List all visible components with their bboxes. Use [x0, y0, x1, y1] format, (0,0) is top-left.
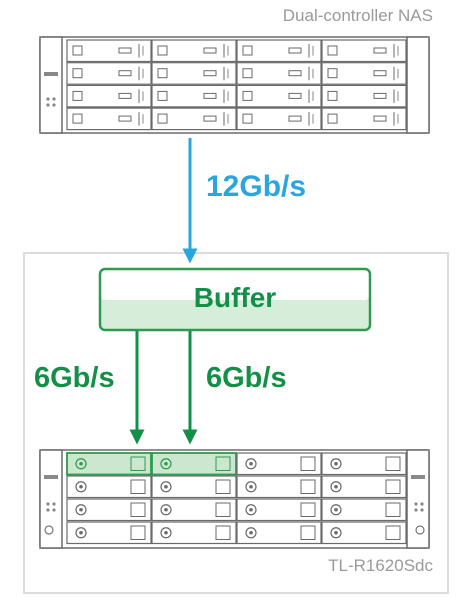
jbod-drive-bays [66, 452, 407, 545]
nas-drive-bays [66, 39, 407, 131]
highlighted-drive-tray-icon [151, 452, 237, 476]
jbod-led-icon [420, 502, 424, 506]
drive-tray-icon [151, 84, 237, 108]
drive-tray-icon [236, 84, 322, 108]
drive-tray-icon [236, 498, 322, 522]
link-speed-6gb-right-label: 6Gb/s [206, 362, 287, 394]
nas-led-icon [52, 103, 56, 107]
buffer-border [98, 267, 372, 332]
jbod-led-icon [52, 508, 56, 512]
buffer-label: Buffer [193, 282, 277, 313]
jbod-device [39, 449, 430, 549]
drive-tray-icon [321, 107, 407, 131]
drive-tray-icon [66, 39, 152, 63]
jbod-ear-left [39, 449, 63, 549]
drive-tray-icon [151, 62, 237, 85]
drive-tray-icon [151, 521, 237, 545]
drive-tray-icon [236, 107, 322, 131]
drive-tray-icon [66, 498, 152, 522]
nas-led-icon [46, 97, 50, 101]
jbod-brand-badge [44, 475, 58, 479]
jbod-label: TL-R1620Sdc [328, 556, 433, 575]
nas-ear-right [406, 36, 430, 134]
drive-tray-icon [321, 498, 407, 522]
nas-ear-left [39, 36, 63, 134]
buffer-box [98, 267, 372, 332]
drive-tray-icon [66, 521, 152, 545]
link-speed-6gb-left-label: 6Gb/s [34, 362, 115, 394]
drive-tray-icon [66, 107, 152, 131]
drive-tray-icon [151, 475, 237, 499]
drive-tray-icon [321, 39, 407, 63]
nas-label: Dual-controller NAS [282, 6, 433, 25]
drive-tray-icon [236, 62, 322, 85]
drive-tray-icon [321, 84, 407, 108]
buffer-top-band [101, 270, 369, 300]
drive-tray-icon [151, 498, 237, 522]
jbod-brand-badge [411, 475, 425, 479]
jbod-ear-right [406, 449, 430, 549]
drive-tray-icon [321, 452, 407, 476]
drive-tray-icon [236, 39, 322, 63]
drive-tray-icon [66, 475, 152, 499]
drive-tray-icon [321, 475, 407, 499]
jbod-led-icon [52, 502, 56, 506]
drive-tray-icon [321, 521, 407, 545]
drive-tray-icon [151, 107, 237, 131]
drive-tray-icon [236, 452, 322, 476]
nas-device [39, 36, 430, 134]
drive-tray-icon [66, 62, 152, 85]
nas-led-icon [46, 103, 50, 107]
nas-led-icon [52, 97, 56, 101]
nas-brand-badge [44, 72, 58, 76]
highlighted-drive-tray-icon [66, 452, 152, 476]
link-speed-12gb-label: 12Gb/s [206, 170, 307, 203]
jbod-led-icon [46, 502, 50, 506]
drive-tray-icon [236, 521, 322, 545]
jbod-led-icon [414, 502, 418, 506]
jbod-power-icon [44, 525, 54, 535]
jbod-led-icon [46, 508, 50, 512]
jbod-led-icon [420, 508, 424, 512]
drive-tray-icon [151, 39, 237, 63]
drive-tray-icon [66, 84, 152, 108]
drive-tray-icon [321, 62, 407, 85]
drive-tray-icon [236, 475, 322, 499]
jbod-led-icon [414, 508, 418, 512]
jbod-power-icon [415, 525, 425, 535]
